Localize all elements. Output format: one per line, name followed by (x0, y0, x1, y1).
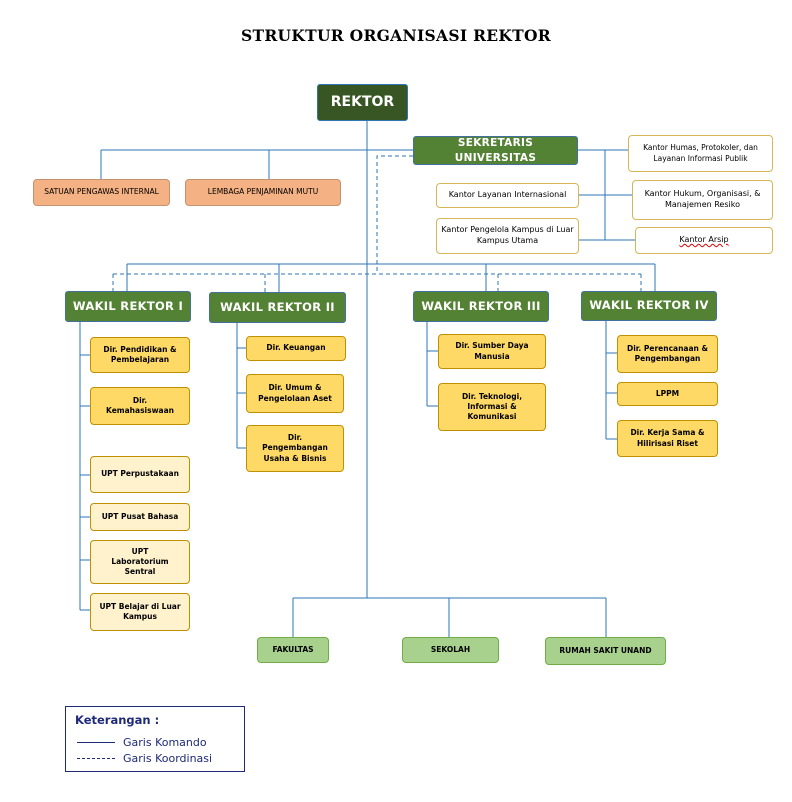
upt-perpustakaan-box[interactable]: UPT Perpustakaan (90, 456, 190, 493)
upt-pusat-bahasa-box[interactable]: UPT Pusat Bahasa (90, 503, 190, 531)
legend-solid-label: Garis Komando (123, 735, 207, 749)
lppm-box[interactable]: LPPM (617, 382, 718, 406)
upt-laboratorium-box[interactable]: UPT Laboratorium Sentral (90, 540, 190, 584)
dir-kerja-sama-box[interactable]: Dir. Kerja Sama & Hilirisasi Riset (617, 420, 718, 457)
upt-belajar-box[interactable]: UPT Belajar di Luar Kampus (90, 593, 190, 631)
dir-tik-box[interactable]: Dir. Teknologi, Informasi & Komunikasi (438, 383, 546, 431)
dir-keuangan-box[interactable]: Dir. Keuangan (246, 336, 346, 361)
chart-title: STRUKTUR ORGANISASI REKTOR (241, 26, 551, 45)
dir-perencanaan-box[interactable]: Dir. Perencanaan & Pengembangan (617, 335, 718, 373)
dashed-line-sample (77, 757, 115, 759)
rektor-box[interactable]: REKTOR (317, 84, 408, 121)
dir-umum-box[interactable]: Dir. Umum & Pengelolaan Aset (246, 374, 344, 413)
secretary-label: SEKRETARIS UNIVERSITAS (454, 137, 537, 164)
dir-sdm-box[interactable]: Dir. Sumber Daya Manusia (438, 334, 546, 369)
kampus-box[interactable]: Kantor Pengelola Kampus di Luar Kampus U… (436, 218, 579, 254)
sekolah-box[interactable]: SEKOLAH (402, 637, 499, 663)
legend-dashed-label: Garis Koordinasi (123, 751, 213, 765)
spi-box[interactable]: SATUAN PENGAWAS INTERNAL (33, 179, 170, 206)
dir-kemahasiswaan-box[interactable]: Dir. Kemahasiswaan (90, 387, 190, 425)
legend: Keterangan : Garis Komando Garis Koordin… (65, 706, 245, 772)
wakil-rektor-1-box[interactable]: WAKIL REKTOR I (65, 291, 191, 322)
wakil-rektor-3-box[interactable]: WAKIL REKTOR III (413, 291, 549, 322)
wakil-rektor-2-box[interactable]: WAKIL REKTOR II (209, 292, 346, 323)
legend-row-dashed: Garis Koordinasi (77, 751, 212, 765)
dir-pendidikan-box[interactable]: Dir. Pendidikan & Pembelajaran (90, 337, 190, 373)
coordination-line (376, 155, 413, 274)
secretary-box[interactable]: SEKRETARIS UNIVERSITAS (413, 136, 578, 165)
lpm-box[interactable]: LEMBAGA PENJAMINAN MUTU (185, 179, 341, 206)
dir-pengembangan-usaha-box[interactable]: Dir. Pengembangan Usaha & Bisnis (246, 425, 344, 472)
hukum-box[interactable]: Kantor Hukum, Organisasi, & Manajemen Re… (632, 180, 773, 220)
solid-line-sample (77, 741, 115, 743)
rumah-sakit-box[interactable]: RUMAH SAKIT UNAND (545, 637, 666, 665)
rektor-label: REKTOR (330, 94, 395, 111)
wakil-rektor-4-box[interactable]: WAKIL REKTOR IV (581, 291, 717, 321)
internasional-box[interactable]: Kantor Layanan Internasional (436, 183, 579, 208)
humas-box[interactable]: Kantor Humas, Protokoler, dan Layanan In… (628, 135, 773, 172)
legend-row-solid: Garis Komando (77, 735, 207, 749)
arsip-box[interactable]: Kantor Arsip (635, 227, 773, 254)
fakultas-box[interactable]: FAKULTAS (257, 637, 329, 663)
legend-title: Keterangan : (75, 713, 160, 727)
